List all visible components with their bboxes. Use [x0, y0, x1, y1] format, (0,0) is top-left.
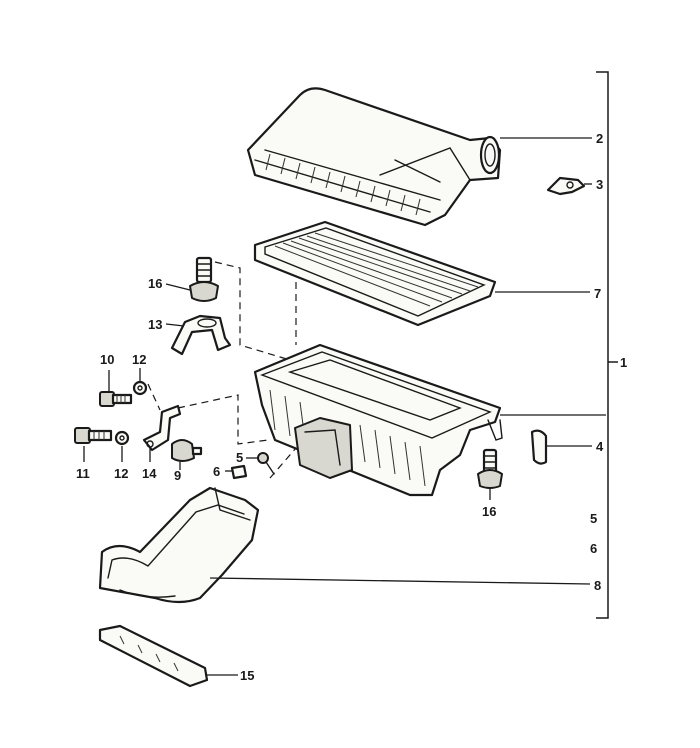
callout-9[interactable]: 9 — [174, 468, 181, 483]
strap-bracket-part-14[interactable] — [142, 404, 182, 452]
callout-leader-lines — [83, 137, 606, 676]
bolt-part-10[interactable] — [99, 391, 133, 407]
callout-13[interactable]: 13 — [148, 317, 162, 332]
callout-4[interactable]: 4 — [596, 439, 604, 454]
callout-14[interactable]: 14 — [142, 466, 157, 481]
callout-6-right[interactable]: 6 — [590, 541, 597, 556]
callout-5-right[interactable]: 5 — [590, 511, 597, 526]
rubber-mount-stud-part-16-top[interactable] — [189, 256, 219, 302]
callout-16-bottom[interactable]: 16 — [482, 504, 496, 519]
callout-6-left[interactable]: 6 — [213, 464, 220, 479]
nut-clip-part-6[interactable] — [230, 464, 248, 480]
washer-part-12-top[interactable] — [132, 380, 148, 396]
assembly-group-bracket — [596, 71, 618, 619]
callout-3[interactable]: 3 — [596, 177, 603, 192]
mounting-rail-part-15[interactable] — [98, 624, 209, 688]
air-filter-element-part-7[interactable] — [253, 220, 497, 327]
air-filter-lower-housing-part-1[interactable] — [253, 343, 503, 497]
washer-part-12-bottom[interactable] — [114, 430, 130, 446]
assembly-dashed-lines — [147, 261, 297, 479]
callout-10[interactable]: 10 — [100, 352, 114, 367]
rubber-mount-stud-part-16-bottom[interactable] — [477, 448, 503, 489]
bolt-part-11[interactable] — [74, 427, 113, 444]
callout-2[interactable]: 2 — [596, 131, 603, 146]
mounting-bracket-part-13[interactable] — [170, 314, 232, 356]
callout-5-left[interactable]: 5 — [236, 450, 243, 465]
callout-7[interactable]: 7 — [594, 286, 601, 301]
intake-duct-part-8[interactable] — [98, 486, 260, 604]
callout-16-top[interactable]: 16 — [148, 276, 162, 291]
clip-part-3[interactable] — [546, 176, 586, 196]
screw-part-5[interactable] — [257, 452, 275, 475]
callout-12-bottom[interactable]: 12 — [114, 466, 128, 481]
callout-12-top[interactable]: 12 — [132, 352, 146, 367]
callout-8[interactable]: 8 — [594, 578, 601, 593]
callout-1[interactable]: 1 — [620, 355, 627, 370]
rubber-buffer-part-9[interactable] — [171, 439, 203, 462]
callout-15[interactable]: 15 — [240, 668, 254, 683]
air-filter-cover-part-2[interactable] — [246, 87, 502, 227]
retaining-clip-part-4[interactable] — [530, 429, 548, 465]
callout-11[interactable]: 11 — [76, 466, 90, 481]
